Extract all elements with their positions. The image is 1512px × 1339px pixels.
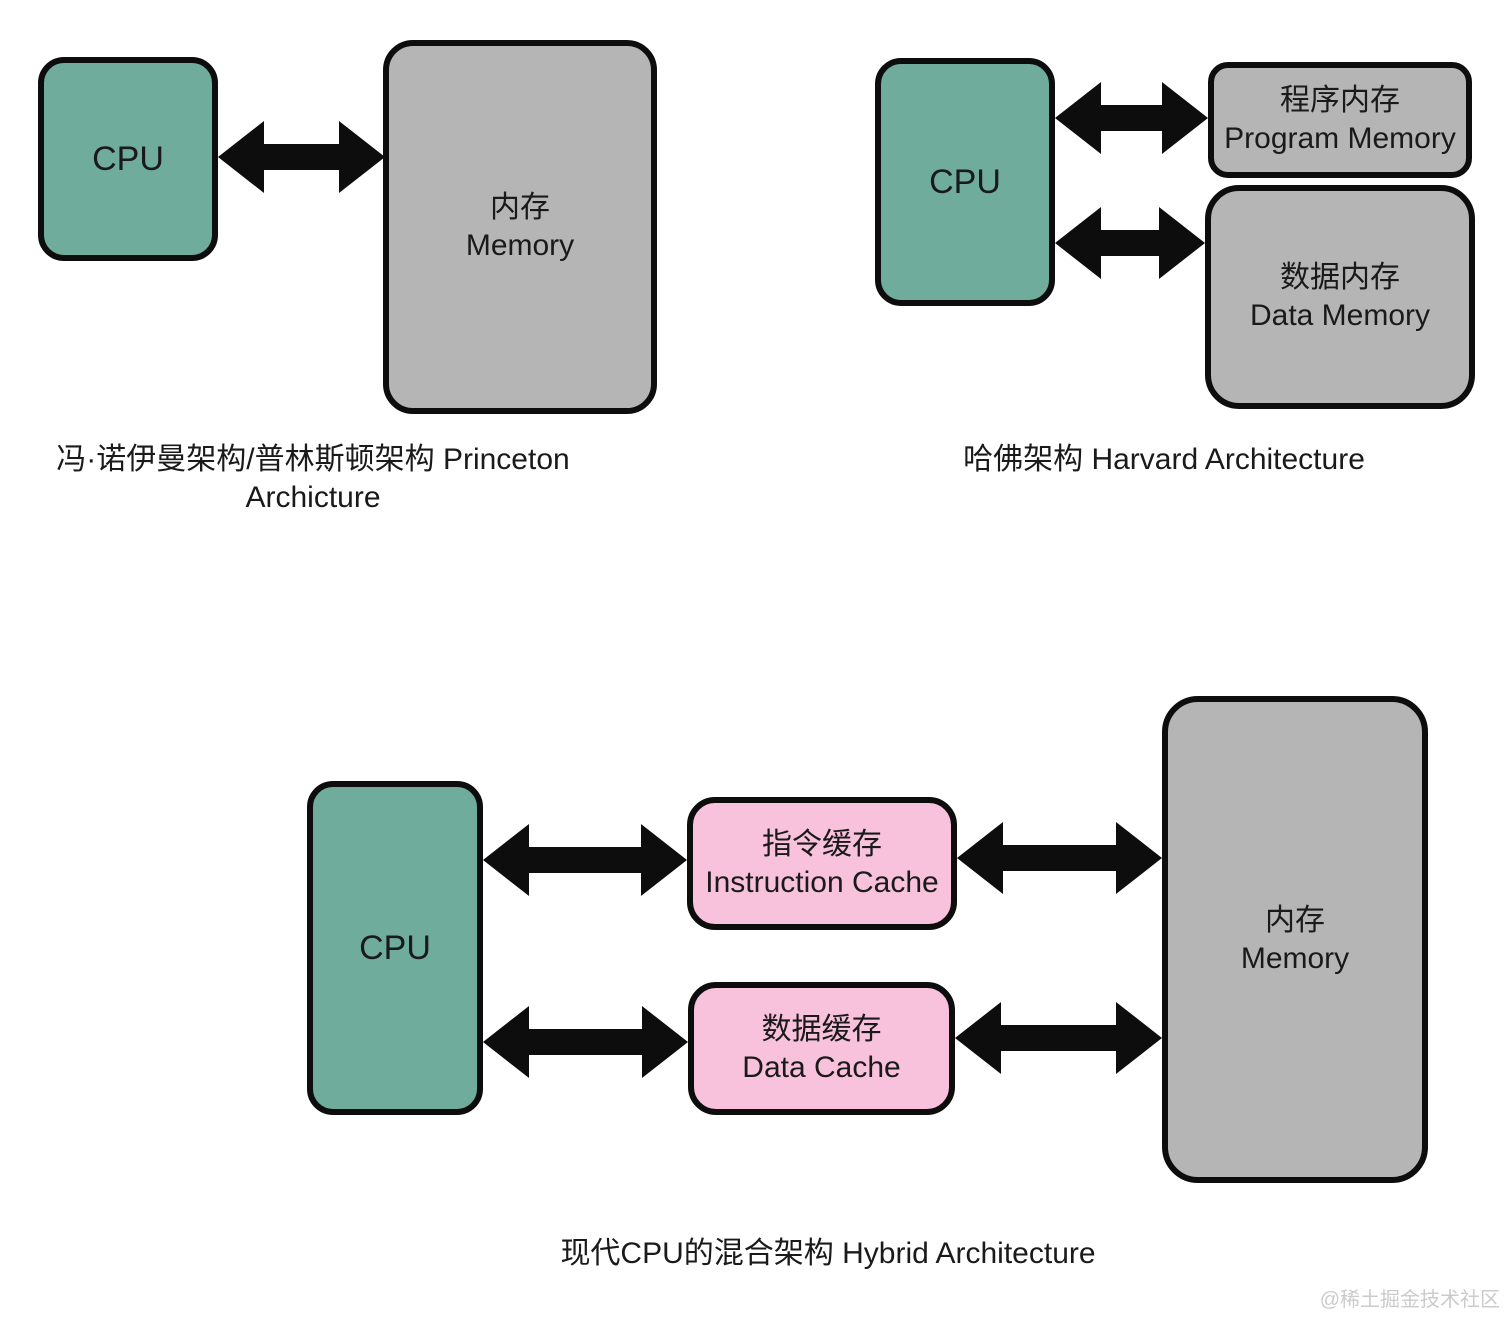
hybrid-data-cache-memory-arrow-icon	[955, 1002, 1162, 1074]
princeton-caption-zh: 冯·诺伊曼架构/普林斯顿架构	[56, 443, 435, 476]
harvard-cpu-data-memory-arrow-icon	[1055, 207, 1205, 279]
harvard-cpu-program-memory-arrow-icon	[1055, 82, 1208, 154]
princeton-cpu-label: CPU	[92, 140, 164, 178]
instruction-cache-box: 指令缓存 Instruction Cache	[687, 797, 957, 930]
princeton-caption: 冯·诺伊曼架构/普林斯顿架构 Princeton Archicture	[13, 441, 613, 517]
hybrid-cpu-instruction-cache-arrow-icon	[483, 824, 687, 896]
instruction-cache-label-en: Instruction Cache	[705, 865, 939, 899]
hybrid-memory-box: 内存 Memory	[1162, 696, 1428, 1183]
data-cache-label-zh: 数据缓存	[761, 1012, 882, 1046]
program-memory-label-en: Program Memory	[1224, 122, 1456, 155]
harvard-caption: 哈佛架构 Harvard Architecture	[864, 441, 1464, 479]
princeton-memory-label-zh: 内存	[490, 191, 550, 224]
data-memory-box: 数据内存 Data Memory	[1205, 185, 1475, 409]
hybrid-caption: 现代CPU的混合架构 Hybrid Architecture	[528, 1235, 1128, 1273]
hybrid-cpu-label: CPU	[359, 929, 431, 967]
harvard-caption-zh: 哈佛架构	[963, 443, 1084, 476]
data-memory-label-en: Data Memory	[1249, 299, 1431, 332]
watermark: @稀土掘金技术社区	[1319, 1289, 1500, 1311]
data-cache-label-en: Data Cache	[742, 1050, 901, 1084]
princeton-cpu-box: CPU	[38, 57, 218, 261]
program-memory-label-zh: 程序内存	[1280, 84, 1400, 117]
princeton-cpu-memory-arrow-icon	[218, 121, 385, 193]
program-memory-box: 程序内存 Program Memory	[1208, 62, 1472, 178]
princeton-caption-en: Princeton Archicture	[245, 443, 570, 514]
hybrid-cpu-data-cache-arrow-icon	[483, 1006, 688, 1078]
princeton-memory-box: 内存 Memory	[383, 40, 657, 414]
hybrid-caption-en: Hybrid Architecture	[842, 1237, 1096, 1270]
hybrid-memory-label-zh: 内存	[1265, 903, 1325, 937]
harvard-cpu-box: CPU	[875, 58, 1055, 306]
instruction-cache-label-zh: 指令缓存	[762, 827, 882, 861]
harvard-caption-en: Harvard Architecture	[1091, 443, 1365, 476]
hybrid-memory-label-en: Memory	[1240, 941, 1350, 975]
hybrid-cpu-box: CPU	[307, 781, 483, 1115]
hybrid-instruction-cache-memory-arrow-icon	[957, 822, 1162, 894]
harvard-cpu-label: CPU	[929, 163, 1001, 201]
data-cache-box: 数据缓存 Data Cache	[688, 982, 955, 1115]
princeton-memory-label-en: Memory	[465, 229, 575, 262]
hybrid-caption-zh: 现代CPU的混合架构	[560, 1237, 834, 1270]
data-memory-label-zh: 数据内存	[1280, 261, 1400, 294]
